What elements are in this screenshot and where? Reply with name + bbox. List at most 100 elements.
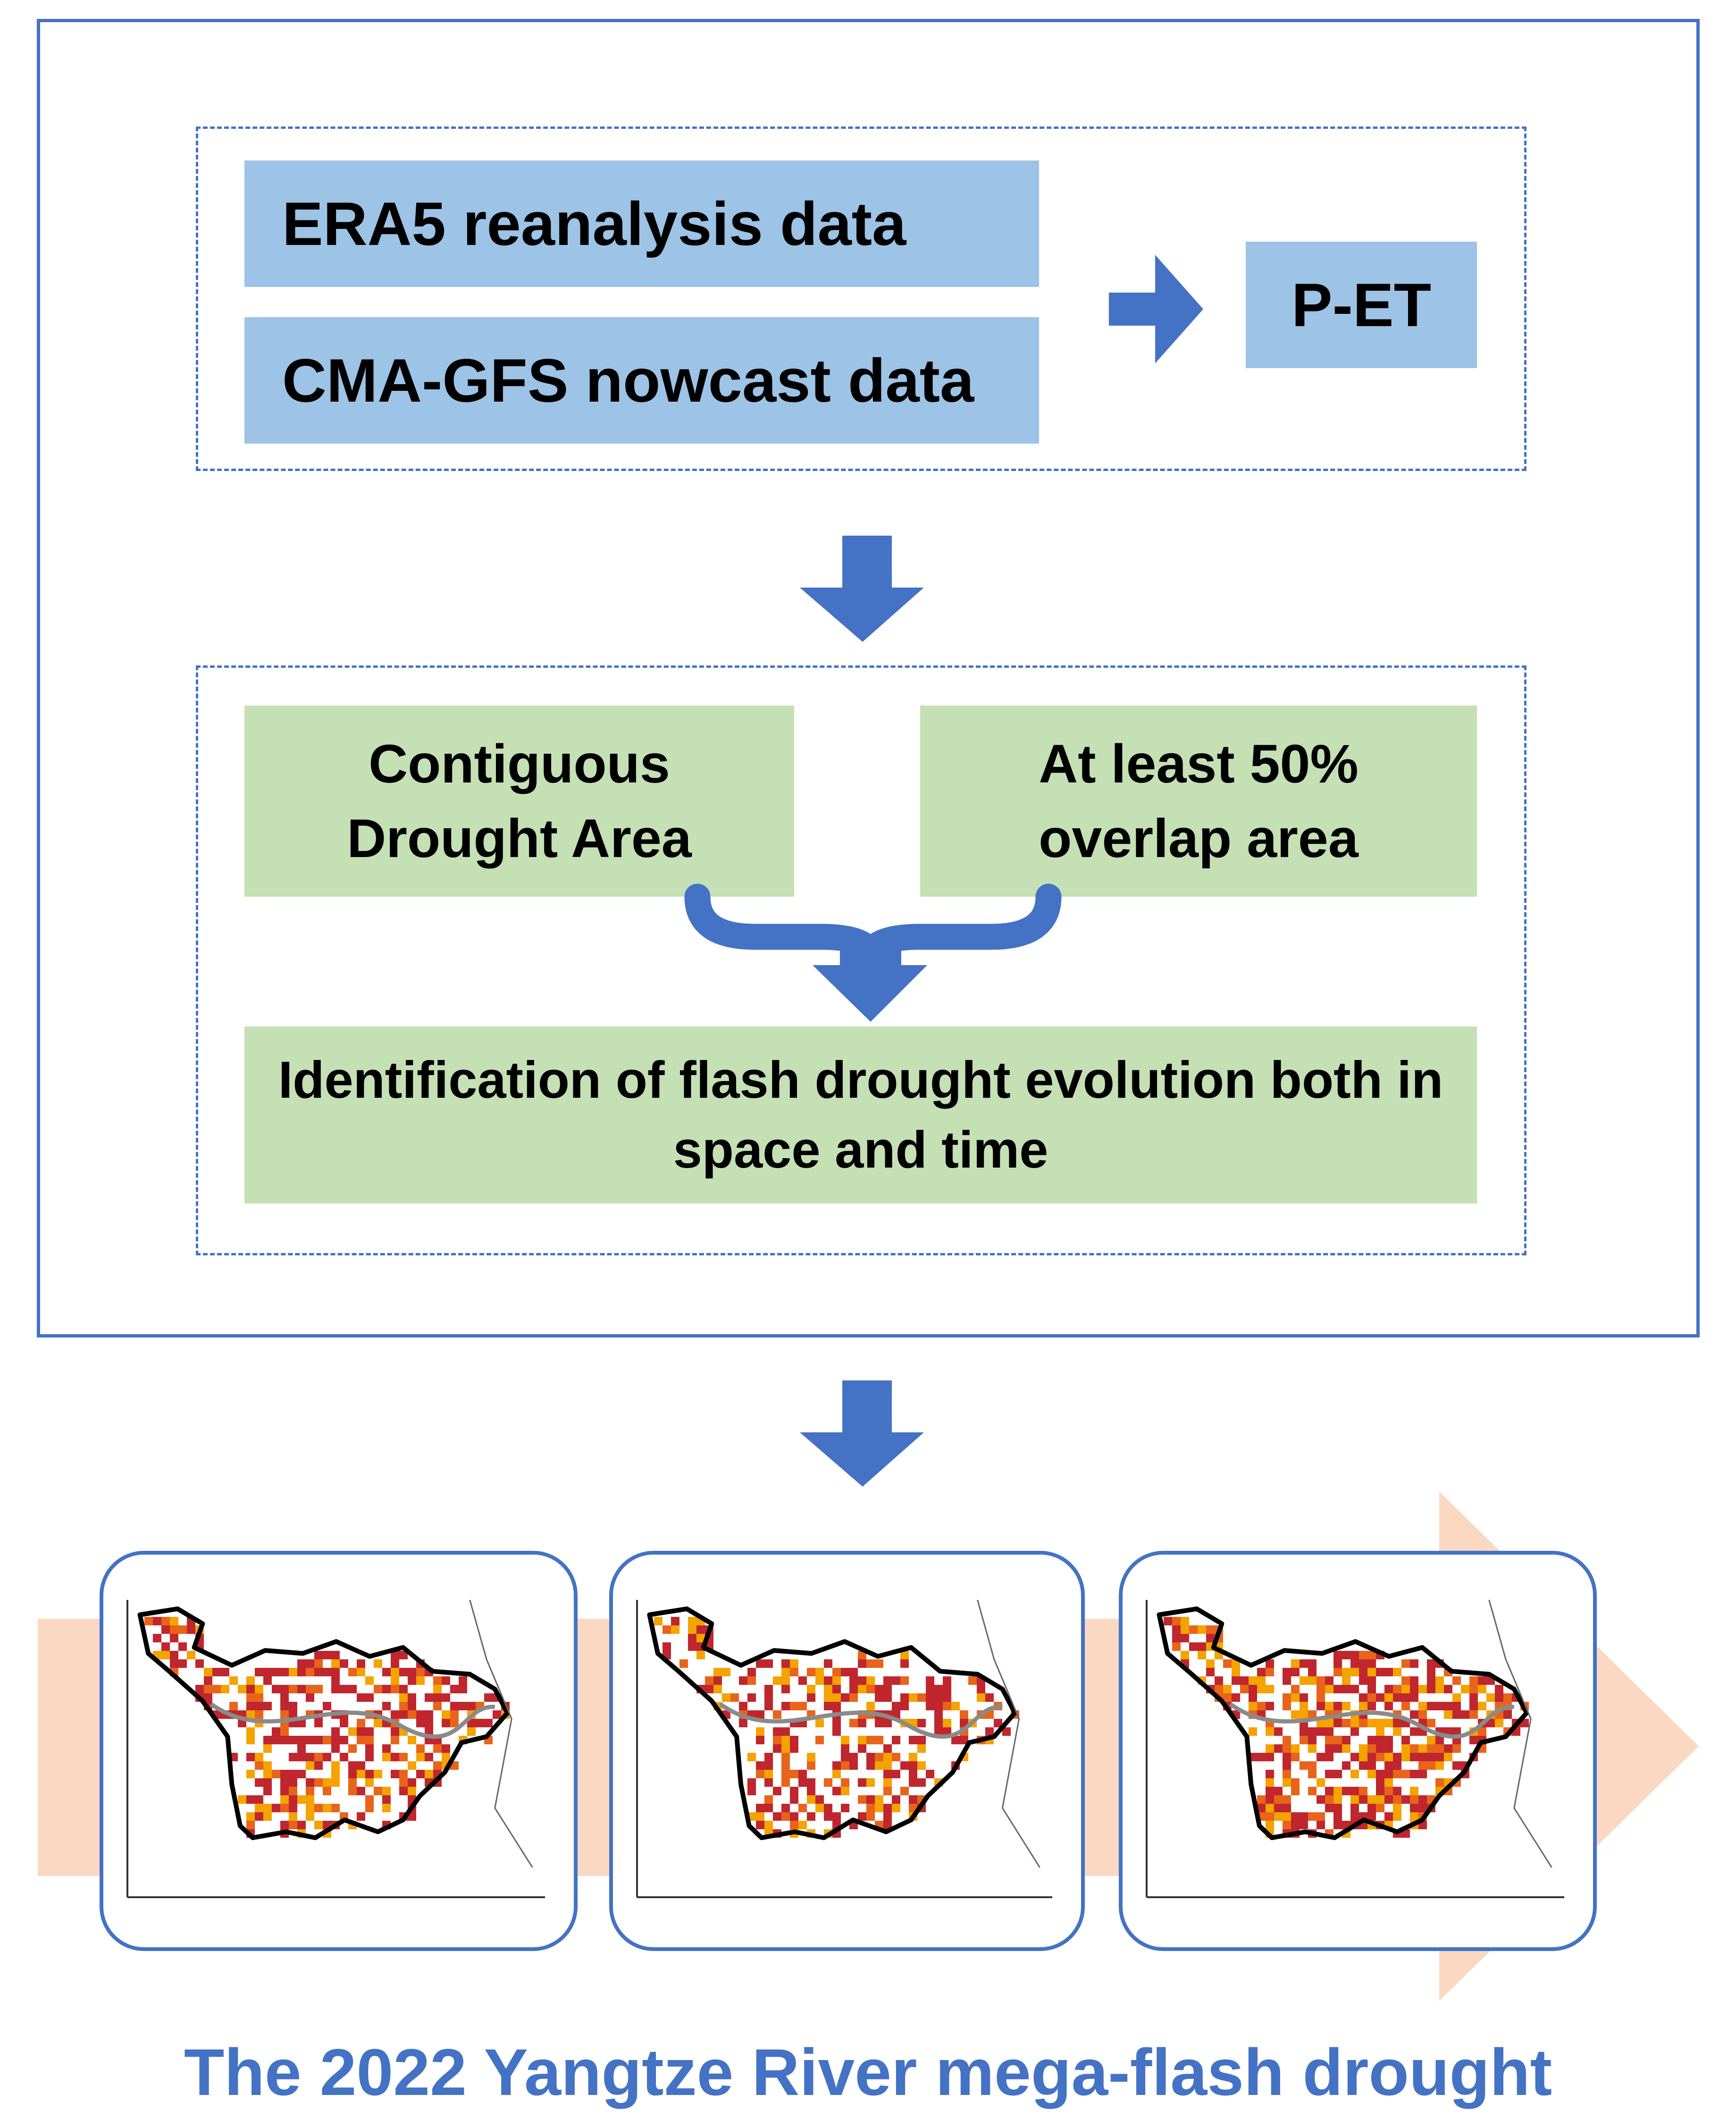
- drought-cell: [824, 1804, 832, 1812]
- drought-cell: [1308, 1659, 1317, 1668]
- drought-cell: [892, 1753, 900, 1761]
- drought-cell: [416, 1744, 425, 1753]
- drought-cell: [467, 1727, 476, 1736]
- drought-cell: [943, 1685, 951, 1693]
- workflow-frame: [37, 19, 1700, 1337]
- drought-cell: [374, 1685, 382, 1693]
- basin-outline: [137, 1606, 510, 1840]
- drought-cell: [892, 1702, 900, 1710]
- drought-cell: [1172, 1625, 1181, 1634]
- drought-cell: [713, 1685, 722, 1693]
- drought-cell: [671, 1625, 679, 1634]
- drought-cell: [306, 1736, 314, 1744]
- drought-cell: [391, 1685, 399, 1693]
- drought-cell: [331, 1676, 340, 1685]
- drought-cell: [1495, 1685, 1503, 1693]
- drought-cell: [229, 1702, 238, 1710]
- drought-cell: [764, 1770, 773, 1778]
- drought-cell: [1393, 1804, 1401, 1812]
- drought-cell: [263, 1744, 272, 1753]
- drought-cell: [824, 1693, 832, 1702]
- drought-cell: [212, 1685, 221, 1693]
- drought-cell: [170, 1625, 178, 1634]
- river-line: [1229, 1702, 1515, 1739]
- drought-cell: [1266, 1821, 1274, 1829]
- drought-cell: [705, 1685, 713, 1693]
- drought-cell: [1266, 1795, 1274, 1804]
- drought-cell: [331, 1761, 340, 1770]
- drought-cell: [1418, 1702, 1427, 1710]
- drought-cell: [764, 1685, 773, 1693]
- cmagfs-data-box: CMA-GFS nowcast data: [244, 317, 1039, 444]
- drought-cell: [858, 1744, 866, 1753]
- drought-cell: [1291, 1659, 1300, 1668]
- drought-cell: [960, 1710, 968, 1719]
- drought-cell: [170, 1651, 178, 1659]
- drought-cell: [323, 1668, 331, 1676]
- drought-cell: [1300, 1821, 1308, 1829]
- figure-caption: The 2022 Yangtze River mega-flash drough…: [184, 2035, 1552, 2109]
- drought-cell: [348, 1668, 357, 1676]
- drought-cell: [348, 1787, 357, 1795]
- drought-cell: [739, 1702, 747, 1710]
- drought-cell: [756, 1659, 764, 1668]
- basin-outline: [1157, 1606, 1529, 1840]
- drought-cell: [790, 1770, 798, 1778]
- drought-cell: [1427, 1719, 1435, 1727]
- drought-cell: [1333, 1812, 1342, 1821]
- drought-cell: [238, 1795, 246, 1804]
- drought-cell: [365, 1753, 374, 1761]
- drought-cell: [764, 1659, 773, 1668]
- drought-cell: [348, 1685, 357, 1693]
- drought-cell: [399, 1685, 408, 1693]
- drought-cell: [425, 1719, 433, 1727]
- drought-cell: [280, 1821, 289, 1829]
- drought-cell: [1325, 1719, 1333, 1727]
- basin-outline: [647, 1606, 1017, 1840]
- drought-cell: [408, 1761, 416, 1770]
- drought-cell: [365, 1693, 374, 1702]
- drought-cell: [1181, 1651, 1189, 1659]
- drought-cell: [1452, 1710, 1461, 1719]
- drought-cell: [1333, 1804, 1342, 1812]
- drought-cell: [781, 1804, 790, 1812]
- drought-cell: [280, 1770, 289, 1778]
- drought-cell: [408, 1668, 416, 1676]
- drought-cell: [943, 1727, 951, 1736]
- drought-cell: [790, 1702, 798, 1710]
- drought-cell: [900, 1693, 909, 1702]
- drought-cell: [280, 1702, 289, 1710]
- drought-cell: [824, 1812, 832, 1821]
- drought-cell: [1317, 1685, 1325, 1693]
- drought-cell: [1283, 1676, 1291, 1685]
- drought-cell: [348, 1744, 357, 1753]
- drought-cell: [297, 1659, 306, 1668]
- drought-cell: [1367, 1693, 1376, 1702]
- drought-cell: [815, 1736, 824, 1744]
- drought-cell: [909, 1753, 917, 1761]
- drought-cell: [1333, 1719, 1342, 1727]
- drought-cell: [756, 1821, 764, 1829]
- drought-cell: [883, 1693, 892, 1702]
- drought-cell: [340, 1753, 348, 1761]
- river-line: [210, 1702, 495, 1739]
- drought-cell: [883, 1753, 892, 1761]
- drought-cell: [713, 1676, 722, 1685]
- drought-cell: [221, 1668, 229, 1676]
- drought-cell: [1350, 1753, 1359, 1761]
- drought-cell: [917, 1693, 926, 1702]
- drought-cell: [1317, 1676, 1325, 1685]
- drought-cell: [1461, 1685, 1469, 1693]
- drought-cell: [1418, 1744, 1427, 1753]
- drought-cell: [926, 1685, 934, 1693]
- drought-cell: [1376, 1778, 1384, 1787]
- drought-cell: [747, 1753, 756, 1761]
- drought-cell: [696, 1651, 705, 1659]
- drought-cell: [790, 1736, 798, 1744]
- drought-cell: [1435, 1702, 1444, 1710]
- drought-cell: [1393, 1753, 1401, 1761]
- drought-cell: [807, 1685, 815, 1693]
- drought-cell: [892, 1736, 900, 1744]
- drought-cell: [1350, 1651, 1359, 1659]
- drought-cell: [1249, 1727, 1257, 1736]
